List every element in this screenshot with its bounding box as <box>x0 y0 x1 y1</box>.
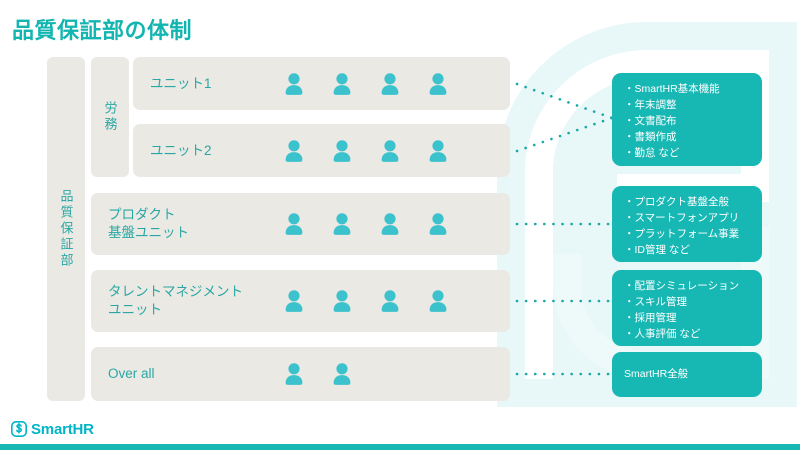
callout-line: ・書類作成 <box>624 130 677 143</box>
person-icon <box>283 213 305 236</box>
unit-row-1[interactable]: ユニット1 <box>133 57 510 110</box>
smarthr-logo: SmartHR <box>11 421 94 437</box>
smarthr-logo-text: SmartHR <box>31 420 94 438</box>
page-title: 品質保証部の体制 <box>12 18 193 43</box>
callout-line: ・プロダクト基盤全般 <box>624 196 729 208</box>
unit-row-product-platform[interactable]: プロダクト 基盤ユニット <box>91 193 510 255</box>
people-group <box>283 139 449 162</box>
callout-line: ・配置シミュレーション <box>624 280 740 292</box>
people-group <box>283 72 449 95</box>
group-spine-labor: 労務 <box>91 57 129 177</box>
person-icon <box>379 213 401 236</box>
callout-product-platform[interactable]: ・プロダクト基盤全般・スマートフォンアプリ・プラットフォーム事業・ID管理 など <box>612 186 762 262</box>
unit-row-label: プロダクト 基盤ユニット <box>108 206 189 240</box>
callout-line: SmartHR全般 <box>624 367 689 380</box>
smarthr-logo-icon <box>11 421 27 437</box>
person-icon <box>331 363 353 386</box>
person-icon <box>427 213 449 236</box>
unit-row-2[interactable]: ユニット2 <box>133 124 510 177</box>
person-icon <box>427 72 449 95</box>
callout-line: ・ID管理 など <box>624 243 690 256</box>
callout-line: ・プラットフォーム事業 <box>624 227 740 240</box>
callout-line: ・スマートフォンアプリ <box>624 211 740 224</box>
people-group <box>283 213 449 236</box>
callout-line: ・採用管理 <box>624 311 677 324</box>
callout-line: ・年末調整 <box>624 98 677 111</box>
footer-accent-bar <box>0 444 800 450</box>
person-icon <box>427 139 449 162</box>
person-icon <box>283 363 305 386</box>
callout-line: ・SmartHR基本機能 <box>624 83 720 95</box>
person-icon <box>283 139 305 162</box>
callout-line: ・スキル管理 <box>624 295 687 308</box>
callout-line: ・人事評価 など <box>624 327 701 340</box>
callout-talent-management[interactable]: ・配置シミュレーション・スキル管理・採用管理・人事評価 など <box>612 270 762 346</box>
callout-line: ・勤怠 など <box>624 146 680 159</box>
unit-row-label: タレントマネジメント ユニット <box>108 283 243 317</box>
callout-over-all[interactable]: SmartHR全般 <box>612 352 762 397</box>
person-icon <box>331 290 353 313</box>
person-icon <box>331 213 353 236</box>
person-icon <box>379 290 401 313</box>
unit-row-over-all[interactable]: Over all <box>91 347 510 401</box>
unit-row-label: Over all <box>108 365 155 381</box>
person-icon <box>379 72 401 95</box>
person-icon <box>379 139 401 162</box>
person-icon <box>283 290 305 313</box>
person-icon <box>427 290 449 313</box>
people-group <box>283 363 353 386</box>
unit-row-label: ユニット1 <box>150 75 212 91</box>
callout-line: ・文書配布 <box>624 114 677 127</box>
person-icon <box>283 72 305 95</box>
unit-row-talent-management[interactable]: タレントマネジメント ユニット <box>91 270 510 332</box>
person-icon <box>331 139 353 162</box>
department-label: 品質保証部 <box>58 189 74 269</box>
group-label-labor: 労務 <box>102 101 118 133</box>
person-icon <box>331 72 353 95</box>
people-group <box>283 290 449 313</box>
callout-labor[interactable]: ・SmartHR基本機能・年末調整・文書配布・書類作成・勤怠 など <box>612 73 762 166</box>
department-spine: 品質保証部 <box>47 57 85 401</box>
unit-row-label: ユニット2 <box>150 142 212 158</box>
